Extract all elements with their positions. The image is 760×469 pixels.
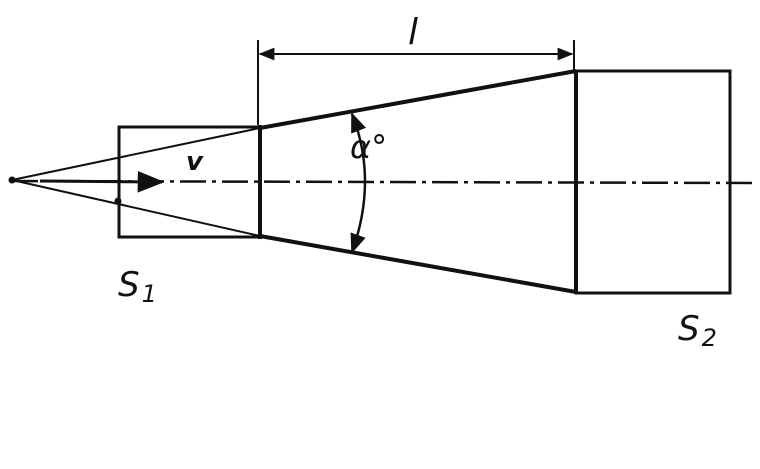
length-label: l xyxy=(408,12,418,53)
angle-label: α° xyxy=(350,128,387,166)
diverging-wall-upper xyxy=(259,69,577,130)
section-s1-label: S1 xyxy=(118,265,157,308)
angle-arc xyxy=(350,112,367,254)
diverging-wall-lower xyxy=(259,234,577,294)
cone-ray-upper xyxy=(11,127,261,181)
section-s2-index: 2 xyxy=(702,324,717,352)
section-s2-rect xyxy=(574,69,732,295)
section-s1-index: 1 xyxy=(142,280,157,308)
section-s2-label: S2 xyxy=(678,309,717,352)
velocity-arrow xyxy=(39,171,165,193)
section-s1-letter: S xyxy=(118,265,140,305)
center-axis xyxy=(11,179,753,185)
section-s2-letter: S xyxy=(678,309,700,349)
cone-ray-lower xyxy=(11,179,261,237)
velocity-label: v xyxy=(186,147,204,177)
